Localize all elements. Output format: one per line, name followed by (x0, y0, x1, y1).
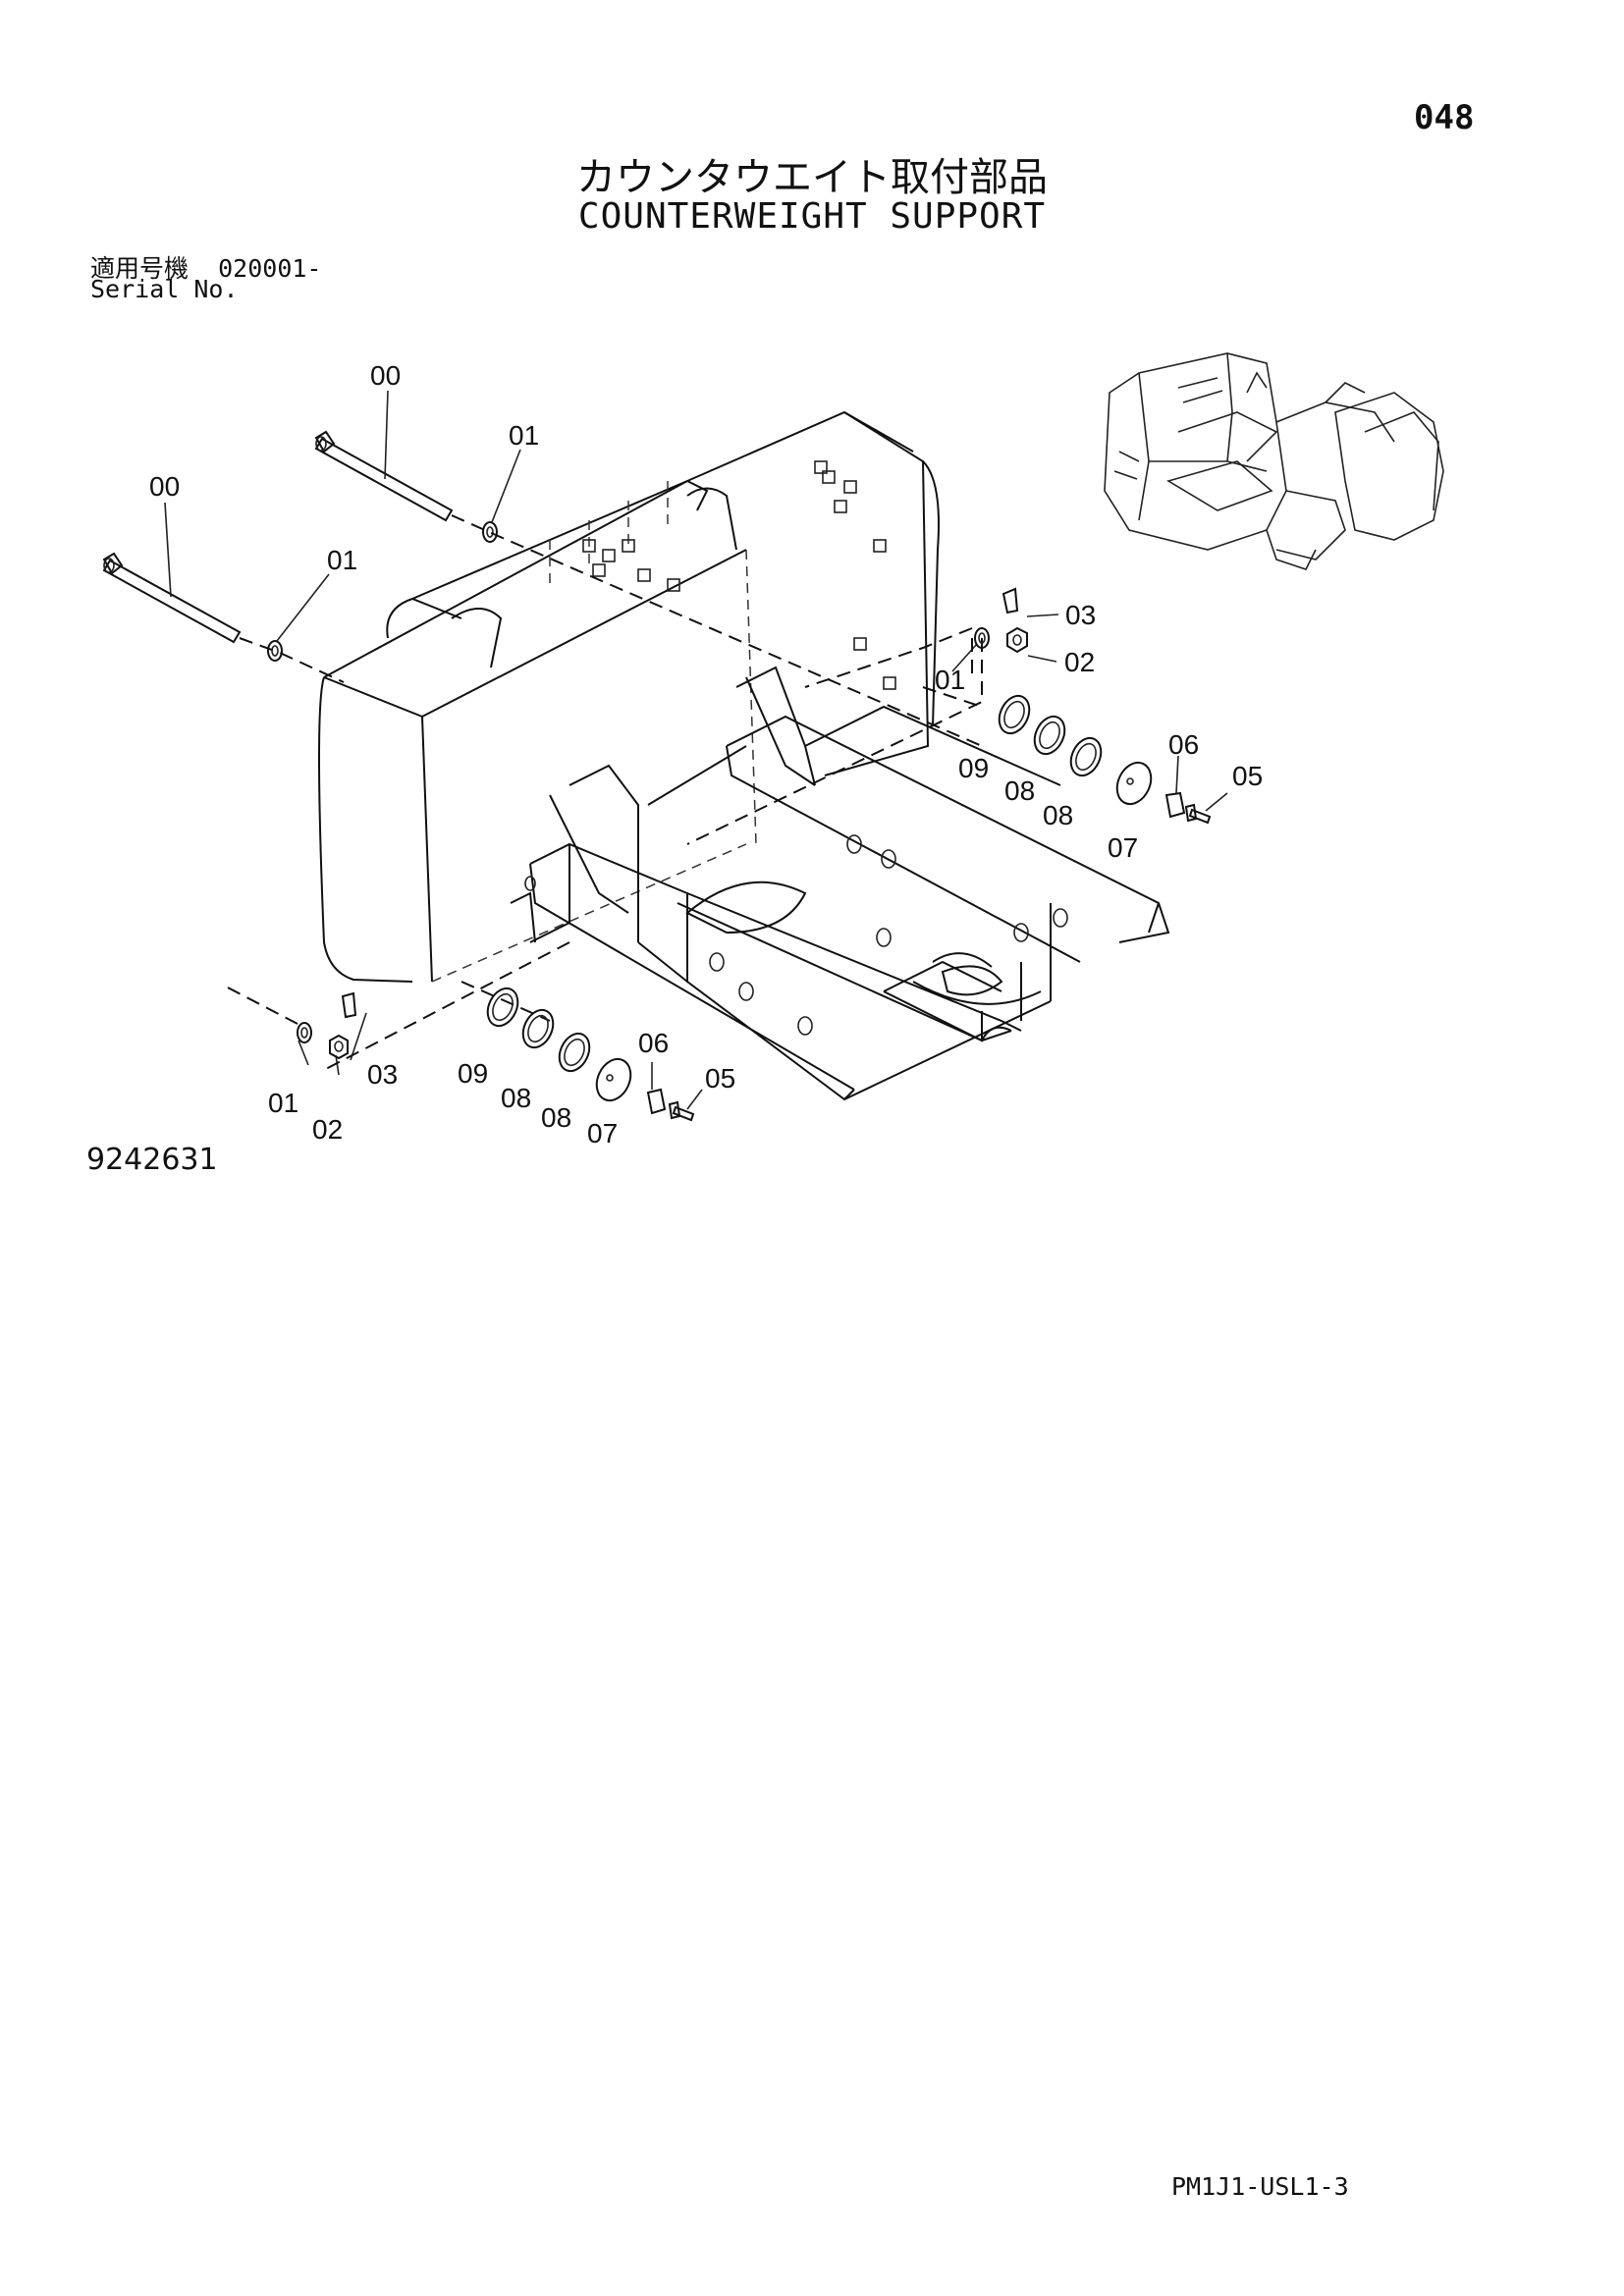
callout-lower-bolt: 00 (149, 471, 180, 502)
callout-left-plate-07: 07 (587, 1118, 618, 1148)
callout-left-shim-09: 09 (458, 1058, 488, 1089)
callout-left-washer: 01 (268, 1088, 298, 1118)
right-shim-08b (1069, 736, 1103, 777)
callout-right-shim-08b: 08 (1043, 800, 1073, 830)
right-washer-01 (974, 627, 990, 649)
callout-left-shim-08a: 08 (501, 1083, 531, 1113)
callout-upper-washer: 01 (509, 420, 539, 451)
right-plate-07 (1115, 761, 1153, 806)
counterweight-outline (318, 410, 940, 983)
left-shim-08b (558, 1032, 591, 1073)
serial-label-jp: 適用号機 (90, 254, 189, 283)
right-shim-08a (1033, 715, 1066, 756)
left-nut-02 (329, 1034, 349, 1060)
page-number: 048 (1414, 98, 1475, 137)
machine-overview-inset (1104, 352, 1444, 570)
serial-label-japanese: 適用号機 020001- (90, 249, 321, 285)
lower-washer-part (267, 640, 283, 662)
right-shim-09 (998, 694, 1031, 735)
callout-right-washer: 01 (935, 665, 965, 695)
left-washer-01 (297, 1022, 312, 1043)
right-bolt-05 (1184, 803, 1212, 825)
callout-right-plate-07: 07 (1108, 832, 1138, 863)
frame-holes (524, 834, 1068, 1036)
left-plate-07 (595, 1057, 632, 1102)
right-nut-02 (1006, 626, 1028, 654)
right-lock-03 (1001, 587, 1019, 614)
callout-right-shim-08a: 08 (1004, 775, 1035, 806)
callout-left-nut: 02 (312, 1114, 343, 1145)
upper-bolt-part (314, 430, 454, 522)
serial-label-english: Serial No. (90, 275, 239, 303)
callout-left-lockplate-06: 06 (638, 1028, 669, 1058)
callout-lower-washer: 01 (327, 545, 357, 575)
callout-left-lock: 03 (367, 1059, 398, 1090)
callout-labels: 00 00 01 01 01 03 02 09 08 08 07 06 05 0… (149, 360, 1263, 1148)
figure-number: 9242631 (86, 1143, 218, 1177)
leader-lines (164, 390, 1228, 1110)
callout-left-shim-08b: 08 (541, 1102, 571, 1133)
title-japanese: カウンタウエイト取付部品 (576, 155, 1048, 200)
lower-bolt-part (102, 552, 242, 644)
callout-upper-bolt: 00 (370, 360, 401, 391)
left-shim-09 (486, 987, 519, 1028)
main-frame-outline (510, 666, 1170, 1101)
callout-right-lockplate-06: 06 (1168, 729, 1199, 760)
upper-washer-part (482, 521, 498, 543)
callout-left-bolt-05: 05 (705, 1063, 735, 1094)
callout-right-shim-09: 09 (958, 753, 989, 783)
callout-right-bolt-05: 05 (1232, 761, 1263, 791)
left-lockplate-06 (646, 1088, 667, 1115)
right-lockplate-06 (1164, 791, 1186, 819)
counterweight-studs (582, 460, 896, 690)
title-english: COUNTERWEIGHT SUPPORT (577, 196, 1047, 237)
serial-range: 020001- (218, 254, 322, 283)
callout-right-nut: 02 (1064, 647, 1095, 677)
assembly-dashed-lines (225, 514, 983, 1071)
left-bolt-05 (668, 1100, 695, 1122)
footer-code: PM1J1-USL1-3 (1171, 2172, 1349, 2201)
left-shim-08a (521, 1008, 555, 1049)
callout-right-lock: 03 (1065, 600, 1096, 630)
left-lock-03 (341, 991, 357, 1019)
